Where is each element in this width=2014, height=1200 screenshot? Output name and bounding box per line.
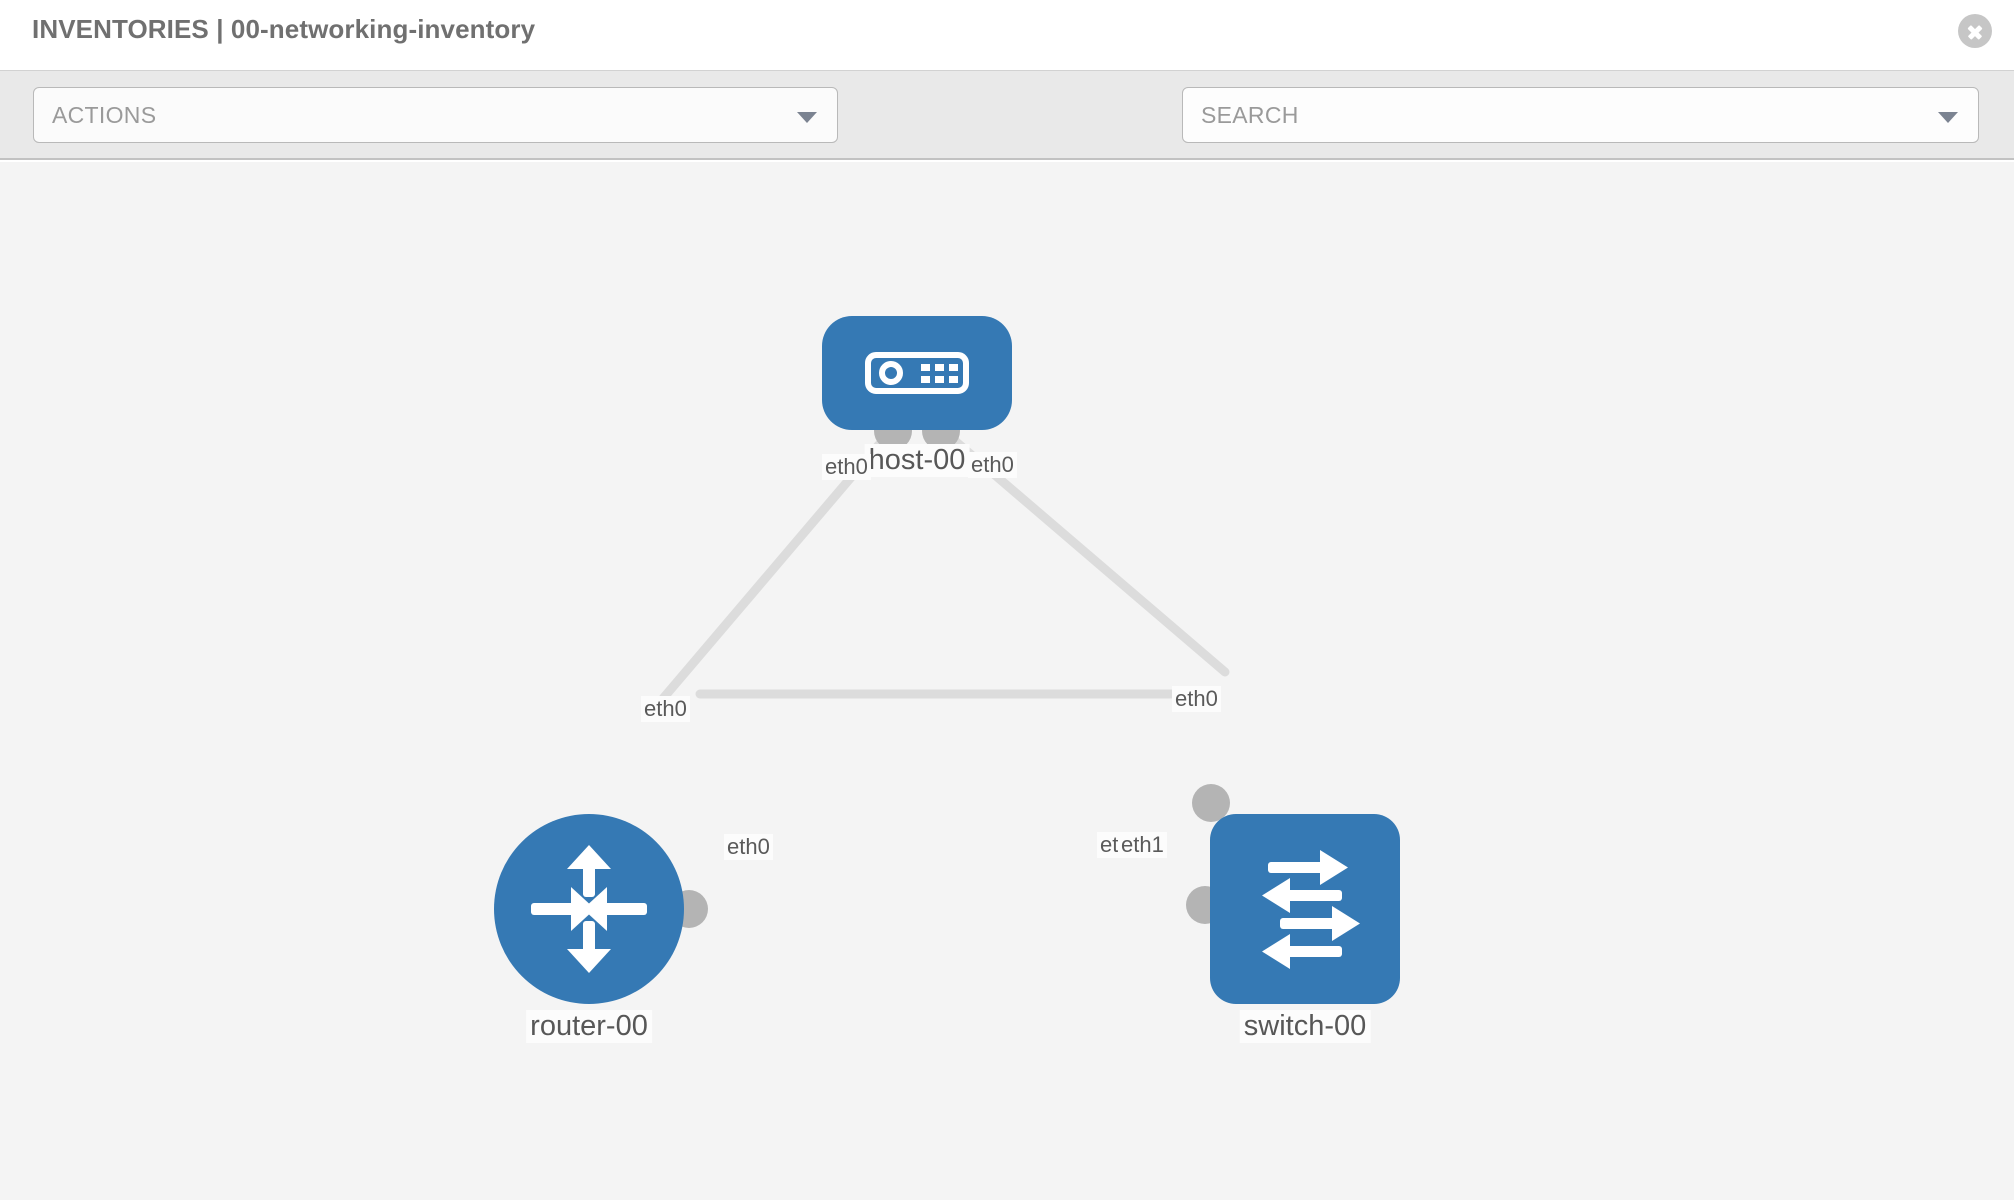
switch-arrows-icon — [1262, 850, 1360, 969]
if-label-host-right: eth0 — [968, 452, 1017, 478]
router-shape[interactable] — [494, 814, 684, 1004]
node-router-00[interactable]: router-00 — [494, 814, 708, 1043]
close-icon[interactable] — [1958, 14, 1992, 48]
page-title: INVENTORIES | 00-networking-inventory — [32, 14, 536, 44]
node-label-router-00: router-00 — [526, 1010, 652, 1043]
actions-dropdown[interactable]: ACTIONS — [33, 87, 838, 143]
node-label-switch-00: switch-00 — [1239, 1010, 1371, 1043]
toolbar: ACTIONS SEARCH — [0, 70, 2014, 203]
topology-canvas[interactable]: host-00 — [0, 162, 2014, 1200]
host-shape[interactable] — [822, 316, 1012, 430]
server-icon — [865, 352, 969, 394]
search-placeholder: SEARCH — [1201, 102, 1299, 128]
if-label-host-left: eth0 — [822, 454, 871, 480]
node-switch-00[interactable]: switch-00 — [1186, 784, 1400, 1043]
if-label-router-up: eth0 — [641, 696, 690, 722]
chevron-down-icon — [797, 112, 817, 123]
if-label-switch-left-b: eth1 — [1118, 832, 1167, 858]
router-arrows-icon — [531, 845, 647, 973]
switch-shape[interactable] — [1210, 814, 1400, 1004]
actions-dropdown-label: ACTIONS — [52, 102, 157, 128]
node-label-host-00: host-00 — [864, 444, 970, 477]
if-label-switch-up: eth0 — [1172, 686, 1221, 712]
chevron-down-icon[interactable] — [1938, 112, 1958, 123]
window-header: INVENTORIES | 00-networking-inventory — [0, 0, 2014, 70]
if-label-router-right: eth0 — [724, 834, 773, 860]
search-input[interactable]: SEARCH — [1182, 87, 1979, 143]
node-host-00[interactable]: host-00 — [822, 316, 1012, 506]
